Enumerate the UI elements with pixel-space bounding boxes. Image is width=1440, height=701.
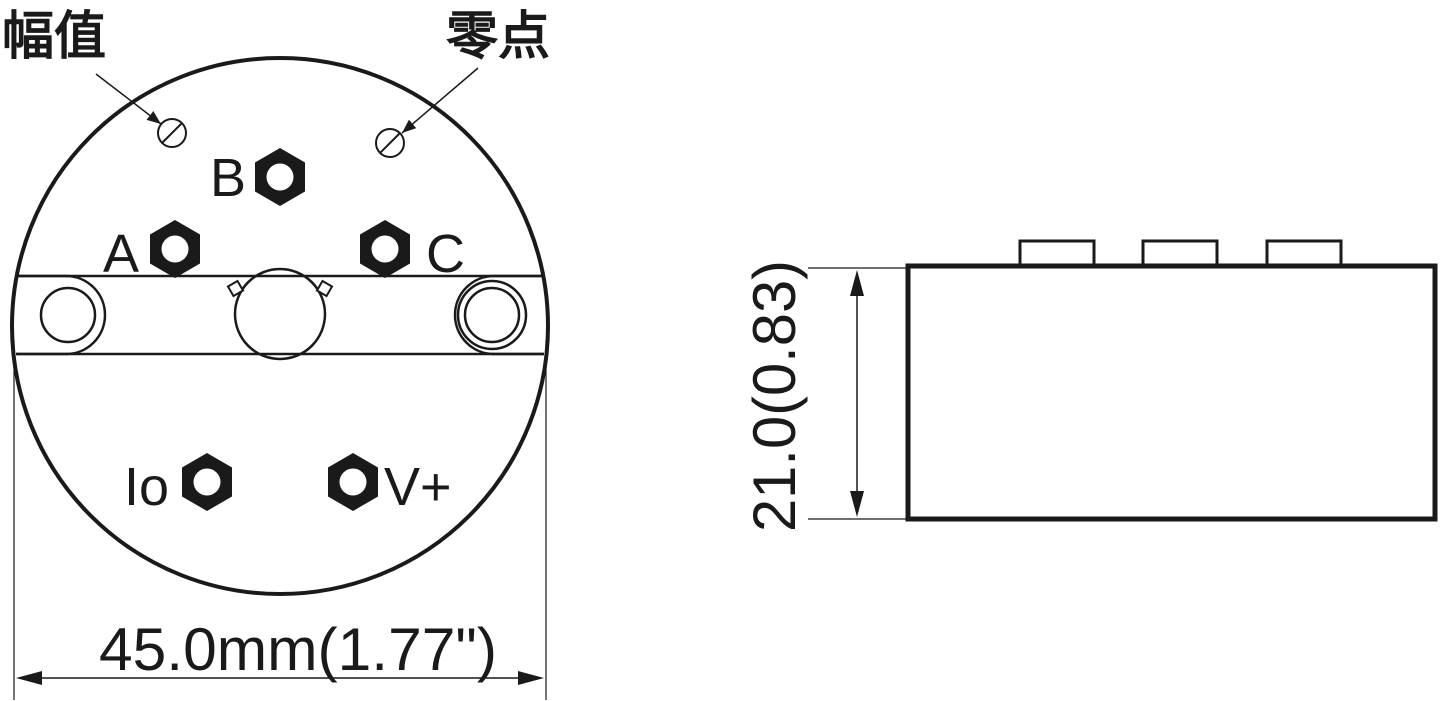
terminal-c-label: C (426, 224, 465, 284)
side-terminal-1 (1018, 239, 1096, 268)
zero-pot-icon (375, 128, 405, 158)
terminal-a-label: A (103, 224, 139, 284)
side-terminal-3 (1265, 239, 1343, 268)
terminal-b-hex-icon (255, 148, 305, 206)
width-dimension-label: 45.0mm(1.77") (99, 616, 497, 683)
terminal-b-label: B (210, 148, 246, 208)
top-view: 幅值 零点 B A C Io V+ (2, 7, 550, 700)
side-view: 21.0(0.83) (741, 239, 1438, 532)
height-dimension-label: 21.0(0.83) (741, 260, 808, 532)
center-boss (226, 267, 334, 361)
zero-label: 零点 (446, 7, 550, 67)
housing-circle (10, 56, 550, 596)
amplitude-pot-icon (157, 118, 187, 148)
side-body (905, 263, 1438, 522)
terminal-io-label: Io (124, 457, 169, 517)
mounting-hole-right (453, 274, 544, 356)
amplitude-label: 幅值 (2, 7, 106, 67)
side-terminal-2 (1141, 239, 1219, 268)
terminal-vplus-hex-icon (328, 453, 378, 511)
zero-leader-arrow (401, 67, 479, 134)
terminal-io-hex-icon (182, 453, 232, 511)
amplitude-leader-arrow (95, 73, 162, 125)
terminal-a-hex-icon (150, 220, 200, 278)
terminal-vplus-label: V+ (384, 457, 452, 517)
terminal-c-hex-icon (360, 220, 410, 278)
mounting-hole-left (16, 274, 107, 356)
